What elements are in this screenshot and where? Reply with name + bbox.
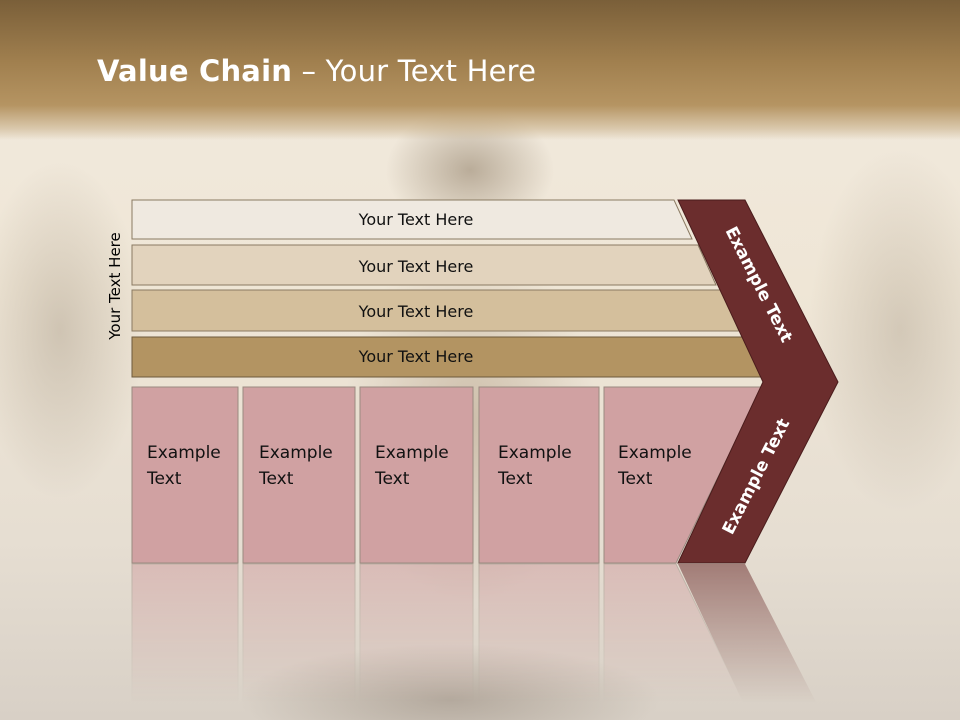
reflection-box-2 [242, 563, 356, 720]
band-2-label: Your Text Here [358, 257, 474, 276]
reflection-chevron [678, 564, 826, 720]
activity-box-3 [359, 386, 474, 564]
slide-title-rest: – Your Text Here [292, 54, 537, 88]
band-group: Your Text Here Your Text Here Your Text … [131, 199, 764, 378]
band-1-label: Your Text Here [358, 210, 474, 229]
activity-box-1 [131, 386, 239, 564]
activity-box-5 [603, 386, 763, 564]
band-1 [131, 199, 693, 240]
band-4-label: Your Text Here [358, 347, 474, 366]
reflection-box-3 [359, 563, 474, 720]
band-2 [131, 244, 717, 286]
box-1-line1: Example [147, 443, 221, 463]
reflection-box-5 [603, 563, 753, 720]
reflection-box-1 [131, 563, 239, 720]
box-group: Example Text Example Text Example Text E… [131, 386, 763, 564]
slide-title: Value Chain – Your Text Here [97, 54, 536, 88]
activity-box-4 [478, 386, 600, 564]
reflection [131, 563, 826, 720]
box-2-line2: Text [258, 469, 294, 489]
box-2-line1: Example [259, 443, 333, 463]
box-4-line2: Text [497, 469, 533, 489]
box-3-line1: Example [375, 443, 449, 463]
box-4-line1: Example [498, 443, 572, 463]
activity-box-2 [242, 386, 356, 564]
band-3-label: Your Text Here [358, 302, 474, 321]
reflection-box-4 [478, 563, 600, 720]
box-1-line2: Text [146, 469, 182, 489]
title-banner [0, 0, 960, 140]
box-5-line2: Text [617, 469, 653, 489]
box-3-line2: Text [374, 469, 410, 489]
slide-title-bold: Value Chain [97, 54, 293, 88]
box-5-line1: Example [618, 443, 692, 463]
chevron-shape [677, 199, 839, 564]
